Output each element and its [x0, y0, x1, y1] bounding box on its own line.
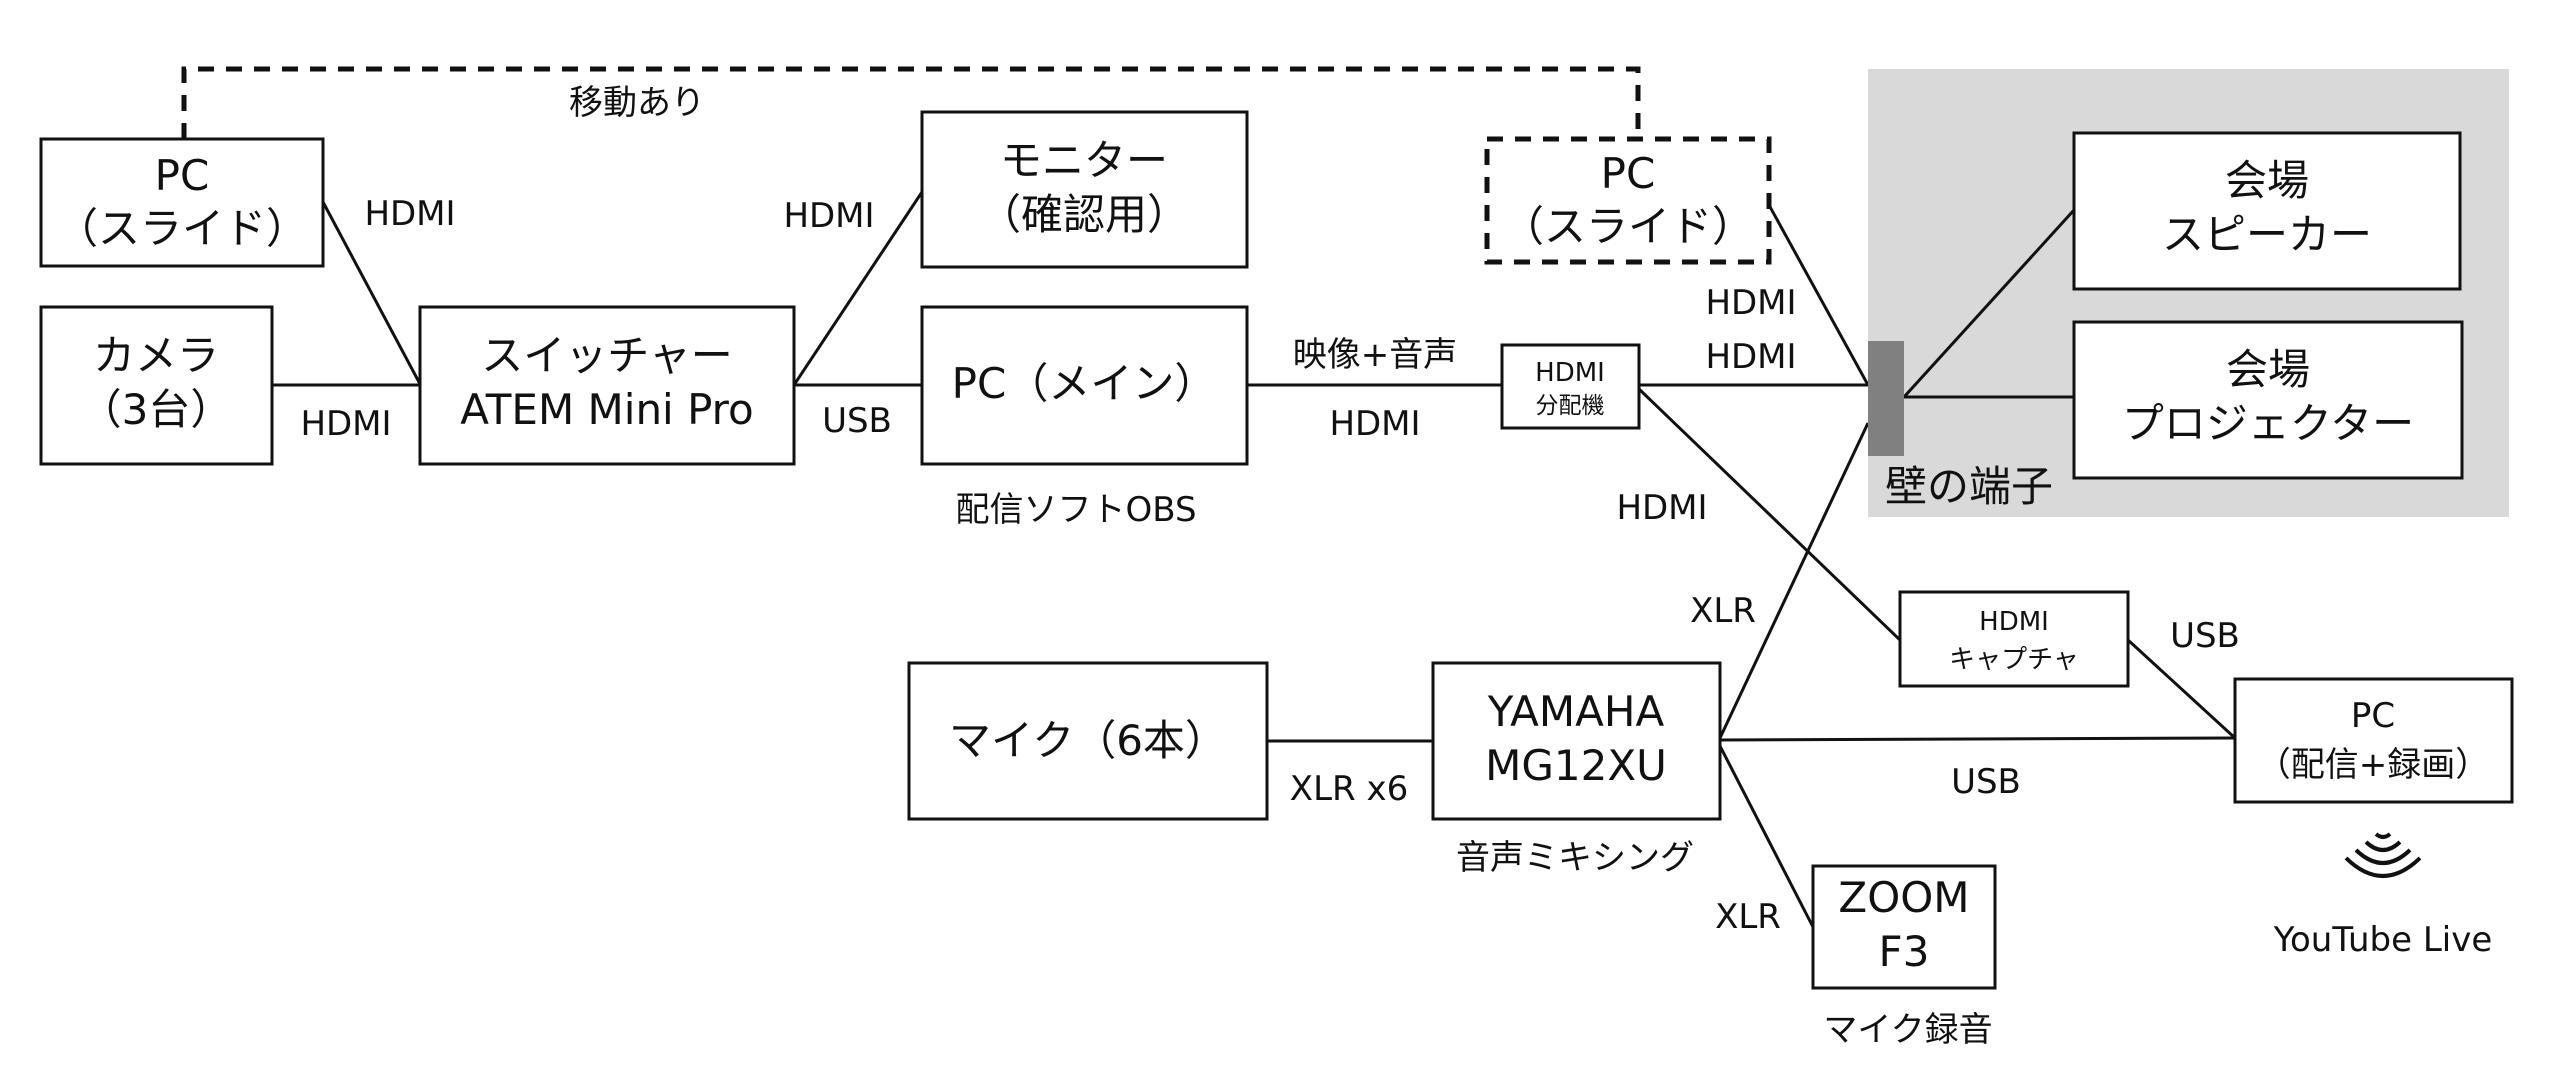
label-mixer-pc-stream: USB — [1951, 762, 2021, 802]
node-hdmi-capture: HDMI キャプチャ — [1898, 590, 2130, 688]
label-switcher-pc-main: USB — [822, 401, 892, 441]
edge-splitter-capture — [1637, 387, 1902, 642]
edge-wall-speaker — [1902, 208, 2076, 399]
node-pc-stream: PC （配信+録画） YouTube Live — [2233, 677, 2514, 960]
node-pc-slide-moved: PC （スライド） — [1484, 136, 1772, 265]
edge-mixer-wall — [1718, 422, 1870, 739]
node-caption: 配信ソフトOBS — [955, 490, 1196, 530]
node-caption: 壁の端子 — [1885, 462, 2053, 511]
edge-pc-slide-switcher — [321, 201, 422, 385]
node-camera: カメラ （3台） — [39, 305, 274, 466]
connections — [272, 191, 2237, 928]
node-zoom-recorder: ZOOM F3 マイク録音 — [1811, 864, 1997, 1050]
node-line2: ATEM Mini Pro — [460, 385, 753, 434]
node-line2: （スライド） — [56, 204, 308, 253]
node-switcher: スイッチャー ATEM Mini Pro — [418, 305, 796, 466]
node-line1: HDMI — [1979, 607, 2049, 637]
move-path-dashed — [181, 66, 1641, 139]
label-pc-moved-wall: HDMI — [1705, 283, 1796, 323]
edge-pc-moved-wall — [1767, 204, 1870, 386]
node-caption: マイク録音 — [1823, 1010, 1992, 1050]
node-line2: F3 — [1879, 927, 1930, 976]
move-note: 移動あり — [569, 83, 705, 123]
node-line2: （確認用） — [979, 190, 1189, 239]
label-pc-main-splitter-top: 映像+音声 — [1293, 335, 1458, 375]
label-splitter-capture: HDMI — [1616, 488, 1707, 528]
node-line1: PC（メイン） — [952, 359, 1217, 408]
node-caption: YouTube Live — [2273, 920, 2493, 960]
edge-mixer-zoom — [1718, 745, 1815, 928]
broadcast-signal-icon — [2344, 832, 2422, 878]
node-venue-speaker: 会場 スピーカー — [2072, 131, 2462, 291]
node-caption: 音声ミキシング — [1456, 838, 1694, 878]
node-pc-slide: PC （スライド） — [39, 137, 325, 268]
node-line2: 分配機 — [1536, 393, 1605, 419]
node-line1: モニター — [1000, 136, 1168, 185]
node-monitor: モニター （確認用） — [920, 110, 1249, 269]
node-venue-projector: 会場 プロジェクター — [2072, 320, 2464, 480]
label-mixer-wall: XLR — [1690, 591, 1756, 631]
node-line1: カメラ — [93, 331, 219, 380]
node-line1: 会場 — [2226, 345, 2310, 394]
node-mixer: YAMAHA MG12XU 音声ミキシング — [1431, 661, 1722, 878]
node-line2: （スライド） — [1502, 202, 1754, 251]
edge-switcher-monitor — [792, 191, 924, 386]
node-pc-main: PC（メイン） 配信ソフトOBS — [920, 305, 1249, 530]
label-mics-mixer: XLR x6 — [1290, 769, 1408, 809]
label-pc-slide-switcher: HDMI — [364, 194, 455, 234]
label-switcher-monitor: HDMI — [783, 196, 874, 236]
node-line1: ZOOM — [1838, 873, 1969, 922]
edge-capture-pc-stream — [2126, 638, 2237, 740]
label-camera-switcher: HDMI — [300, 404, 391, 444]
node-line1: PC — [1601, 149, 1656, 198]
node-mics: マイク（6本） — [907, 661, 1269, 821]
node-line1: スイッチャー — [481, 331, 733, 380]
label-pc-main-splitter-bottom: HDMI — [1329, 404, 1420, 444]
node-line1: 会場 — [2225, 156, 2309, 205]
label-mixer-zoom: XLR — [1715, 897, 1781, 937]
label-capture-pc-stream: USB — [2170, 616, 2240, 656]
node-wall-terminal: 壁の端子 — [1868, 341, 2053, 511]
node-hdmi-splitter: HDMI 分配機 — [1500, 343, 1641, 430]
label-splitter-wall: HDMI — [1705, 337, 1796, 377]
node-line1: マイク（6本） — [949, 716, 1227, 765]
node-line2: スピーカー — [2162, 210, 2372, 259]
node-line1: HDMI — [1535, 358, 1605, 388]
node-line1: PC — [155, 151, 210, 200]
edge-mixer-pc-stream — [1719, 736, 2236, 742]
node-line1: YAMAHA — [1487, 687, 1665, 736]
node-line2: キャプチャ — [1949, 645, 2079, 675]
node-line2: プロジェクター — [2122, 399, 2414, 448]
node-line1: PC — [2351, 696, 2395, 736]
node-line2: MG12XU — [1485, 741, 1667, 790]
node-line2: （配信+録画） — [2257, 745, 2490, 785]
node-line2: （3台） — [80, 385, 233, 434]
